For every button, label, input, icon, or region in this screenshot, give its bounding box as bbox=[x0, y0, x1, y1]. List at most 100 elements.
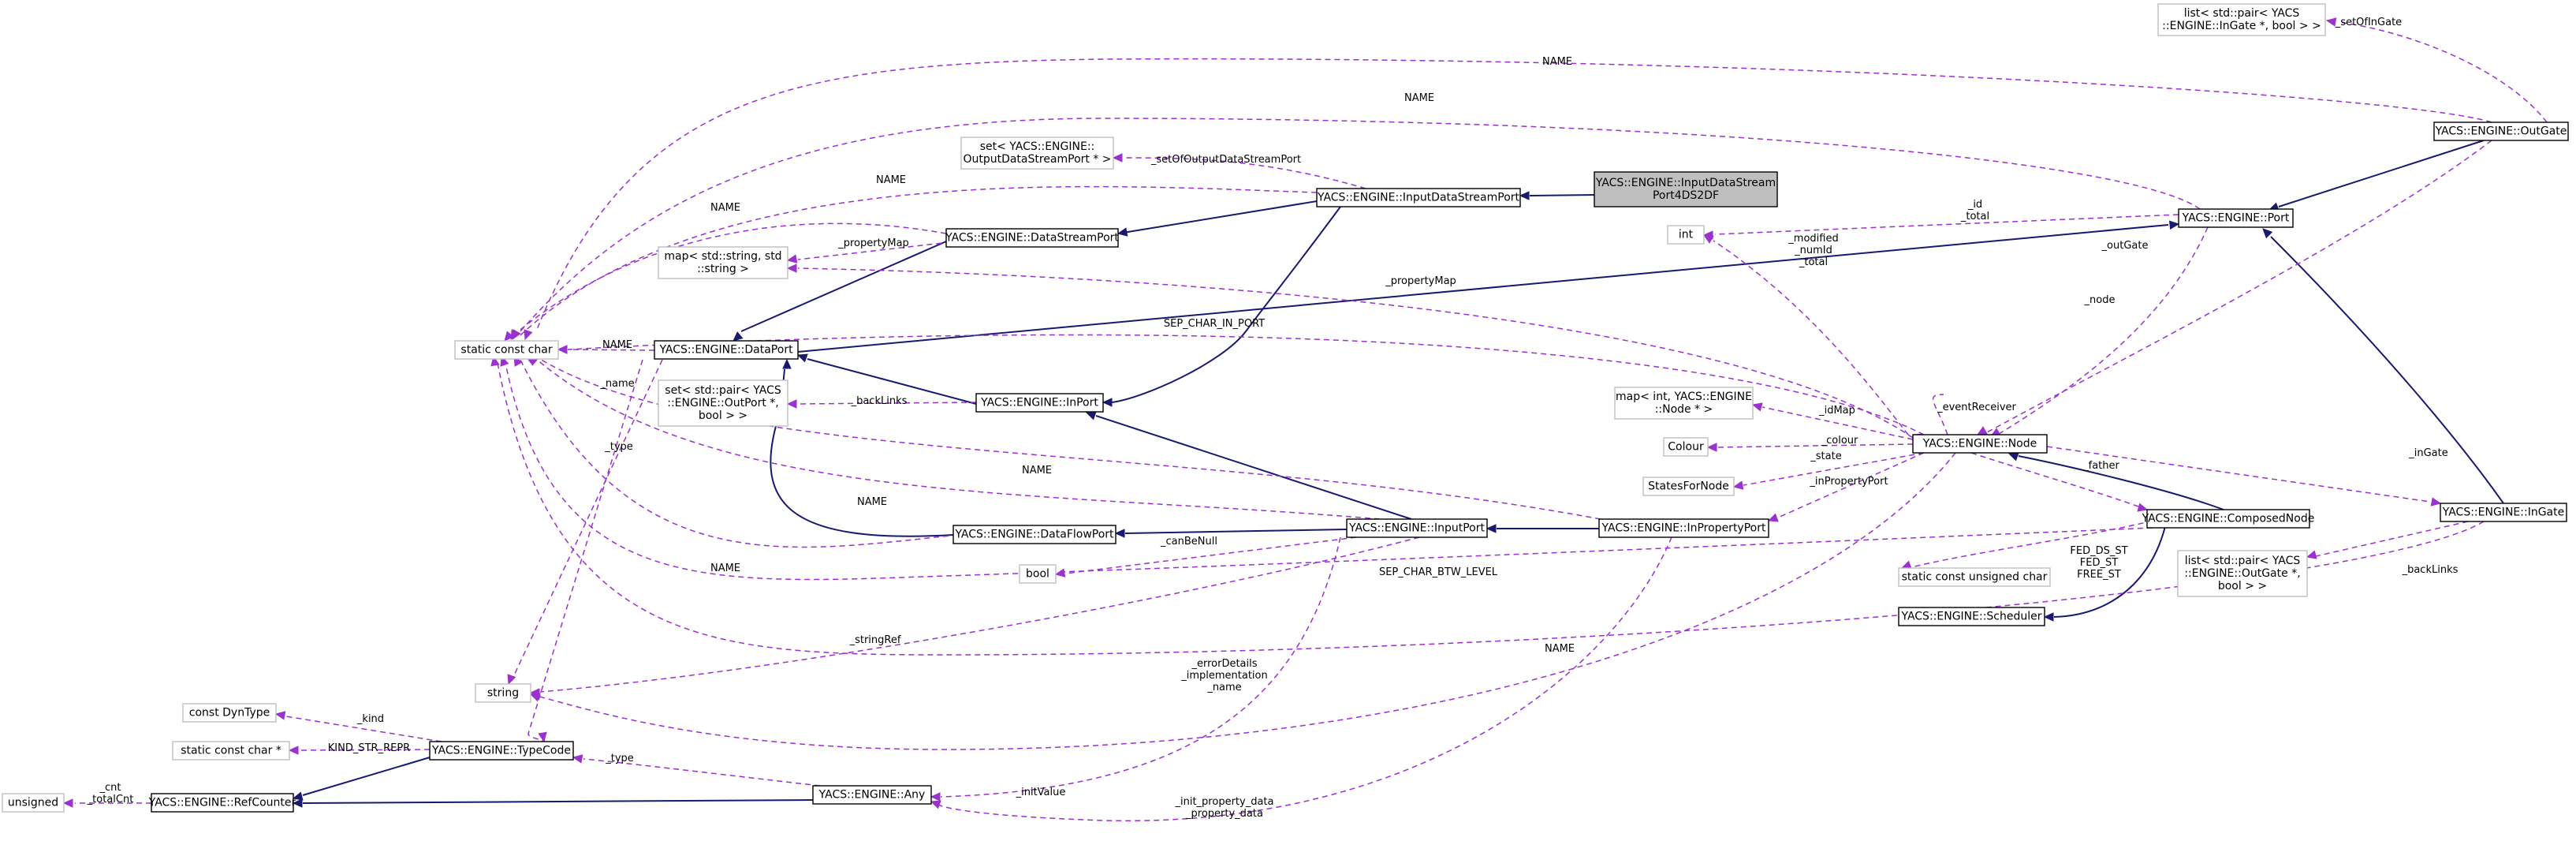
usage-edge bbox=[512, 359, 663, 679]
node-ingate[interactable]: YACS::ENGINE::InGate bbox=[2440, 503, 2567, 522]
node-data-stream[interactable]: YACS::ENGINE::DataStreamPort bbox=[945, 228, 1119, 248]
node-node[interactable]: YACS::ENGINE::Node bbox=[1912, 434, 2048, 454]
usage-edge bbox=[520, 185, 1318, 336]
edge-label-text: _name bbox=[599, 378, 634, 390]
edge-arrowhead bbox=[274, 711, 286, 720]
edge-label-backlinks-gate: _backLinks bbox=[2402, 564, 2459, 576]
node-any[interactable]: YACS::ENGINE::Any bbox=[812, 785, 932, 805]
usage-edge bbox=[535, 358, 1381, 520]
inheritance-edge bbox=[2053, 509, 2169, 618]
edge-arrowhead bbox=[2168, 220, 2180, 230]
usage-edge bbox=[496, 358, 2485, 656]
edge-label-eventreceiver: _eventReceiver bbox=[1937, 402, 2016, 413]
edge-label-text: NAME bbox=[710, 563, 740, 574]
node-dataflow[interactable]: YACS::ENGINE::DataFlowPort bbox=[952, 525, 1117, 544]
edge-label-name-ids: NAME bbox=[876, 174, 906, 186]
edge-label-text: _property_data bbox=[1185, 808, 1263, 820]
edge-label-text: _inPropertyPort bbox=[1809, 476, 1888, 488]
node-bool[interactable]: bool bbox=[1019, 564, 1057, 584]
node-refcounter[interactable]: YACS::ENGINE::RefCounter bbox=[148, 793, 296, 813]
edge-label-text: _state bbox=[1810, 450, 1841, 462]
edge-label-text: _errorDetails bbox=[1191, 658, 1257, 670]
edge-label-text: _inGate bbox=[2408, 447, 2448, 459]
node-set-outport[interactable]: set< std::pair< YACS::ENGINE::OutPort *,… bbox=[658, 379, 788, 427]
node-in-port[interactable]: YACS::ENGINE::InPort bbox=[975, 393, 1104, 413]
node-in-property[interactable]: YACS::ENGINE::InPropertyPort bbox=[1598, 518, 1769, 538]
usage-edge bbox=[797, 267, 1914, 439]
node-label: YACS::ENGINE::DataFlowPort bbox=[954, 529, 1114, 541]
node-label: YACS::ENGINE::DataPort bbox=[658, 344, 793, 357]
edge-arrowhead bbox=[930, 800, 941, 809]
node-static-char[interactable]: static const char bbox=[454, 340, 559, 360]
node-label: YACS::ENGINE::Port bbox=[2182, 212, 2290, 225]
edge-label-text: NAME bbox=[710, 202, 740, 214]
inheritance-edge bbox=[2018, 455, 2224, 510]
node-label: bool > > bbox=[2218, 580, 2267, 592]
edge-arrowhead bbox=[1976, 426, 1988, 435]
edge-label-name-ingate: NAME bbox=[1545, 643, 1575, 655]
edge-label-backlinks-in: _backLinks bbox=[851, 395, 908, 407]
edge-label-text: _propertyMap bbox=[1385, 275, 1456, 287]
edge-label-init-prop: _init_property_data_property_data bbox=[1175, 796, 1274, 820]
node-map-str[interactable]: map< std::string, std::string > bbox=[658, 246, 788, 279]
edge-label-text: _totalCnt bbox=[87, 794, 134, 805]
node-label: static const char bbox=[460, 344, 552, 357]
edge-label-text: NAME bbox=[876, 174, 906, 186]
node-label: Port4DS2DF bbox=[1653, 189, 1719, 202]
node-states[interactable]: StatesForNode bbox=[1642, 477, 1735, 496]
edge-label-text: FED_DS_ST bbox=[2070, 545, 2127, 557]
node-colour[interactable]: Colour bbox=[1663, 437, 1709, 457]
node-set-output[interactable]: set< YACS::ENGINE::OutputDataStreamPort … bbox=[960, 136, 1114, 170]
node-scheduler[interactable]: YACS::ENGINE::Scheduler bbox=[1898, 607, 2045, 626]
edge-label-id-total: _id_total bbox=[1960, 199, 1989, 222]
node-dyntype[interactable]: const DynType bbox=[182, 703, 277, 723]
node-label: YACS::ENGINE::InputDataStreamPort bbox=[1317, 192, 1520, 204]
edge-label-node: _node bbox=[2084, 294, 2116, 306]
node-outgate[interactable]: YACS::ENGINE::OutGate bbox=[2433, 121, 2569, 141]
usage-edge bbox=[1932, 394, 1948, 435]
node-input-stream[interactable]: YACS::ENGINE::InputDataStreamPort bbox=[1316, 188, 1521, 207]
node-label: ::Node * > bbox=[1655, 403, 1713, 416]
usage-edge bbox=[797, 239, 971, 260]
node-static-uchar[interactable]: static const unsigned char bbox=[1898, 567, 2051, 587]
node-composed[interactable]: YACS::ENGINE::ComposedNode bbox=[2142, 509, 2315, 529]
usage-edge bbox=[1713, 240, 1909, 435]
edge-label-text: _father bbox=[2082, 460, 2119, 472]
edge-arrowhead bbox=[796, 353, 808, 363]
usage-edge bbox=[528, 359, 643, 742]
edge-label-sep-btw: SEP_CHAR_BTW_LEVEL bbox=[1379, 566, 1498, 578]
edge-label-type-tc: _type bbox=[604, 441, 633, 453]
edge-label-canbenull: _canBeNull bbox=[1160, 536, 1217, 548]
edge-arrowhead bbox=[1112, 153, 1123, 163]
usage-edge bbox=[1998, 226, 2209, 435]
edge-label-text: _id bbox=[1967, 199, 1982, 211]
edge-label-text: _stringRef bbox=[849, 634, 901, 646]
node-map-int[interactable]: map< int, YACS::ENGINE::Node * > bbox=[1614, 387, 1754, 420]
node-typecode[interactable]: YACS::ENGINE::TypeCode bbox=[429, 741, 574, 761]
inheritance-edge bbox=[1117, 200, 1318, 234]
edge-label-text: FED_ST bbox=[2080, 557, 2118, 569]
node-list-outgate[interactable]: list< std::pair< YACS::ENGINE::OutGate *… bbox=[2177, 550, 2308, 597]
edge-label-text: KIND_STR_REPR bbox=[328, 742, 410, 754]
inheritance-edge bbox=[1111, 206, 1341, 403]
edge-arrowhead bbox=[288, 746, 299, 755]
node-input-port[interactable]: YACS::ENGINE::InputPort bbox=[1346, 518, 1488, 538]
node-label: YACS::ENGINE::InGate bbox=[2442, 506, 2564, 519]
node-int[interactable]: int bbox=[1667, 225, 1705, 245]
edge-arrowhead bbox=[2430, 497, 2442, 506]
edge-arrowhead bbox=[1702, 234, 1714, 244]
node-string[interactable]: string bbox=[475, 683, 531, 703]
edge-label-text: _eventReceiver bbox=[1937, 402, 2016, 413]
node-data-port[interactable]: YACS::ENGINE::DataPort bbox=[654, 340, 799, 360]
node-port[interactable]: YACS::ENGINE::Port bbox=[2178, 208, 2294, 228]
inheritance-edge bbox=[302, 799, 814, 804]
edge-label-text: SEP_CHAR_IN_PORT bbox=[1164, 318, 1265, 330]
node-static-charp[interactable]: static const char * bbox=[172, 741, 290, 761]
node-label: StatesForNode bbox=[1648, 480, 1729, 493]
node-unsigned[interactable]: unsigned bbox=[2, 793, 65, 813]
node-label: Colour bbox=[1668, 441, 1704, 454]
node-list-ingate[interactable]: list< std::pair< YACS::ENGINE::InGate *,… bbox=[2157, 3, 2326, 36]
node-label: YACS::ENGINE::RefCounter bbox=[148, 797, 296, 809]
